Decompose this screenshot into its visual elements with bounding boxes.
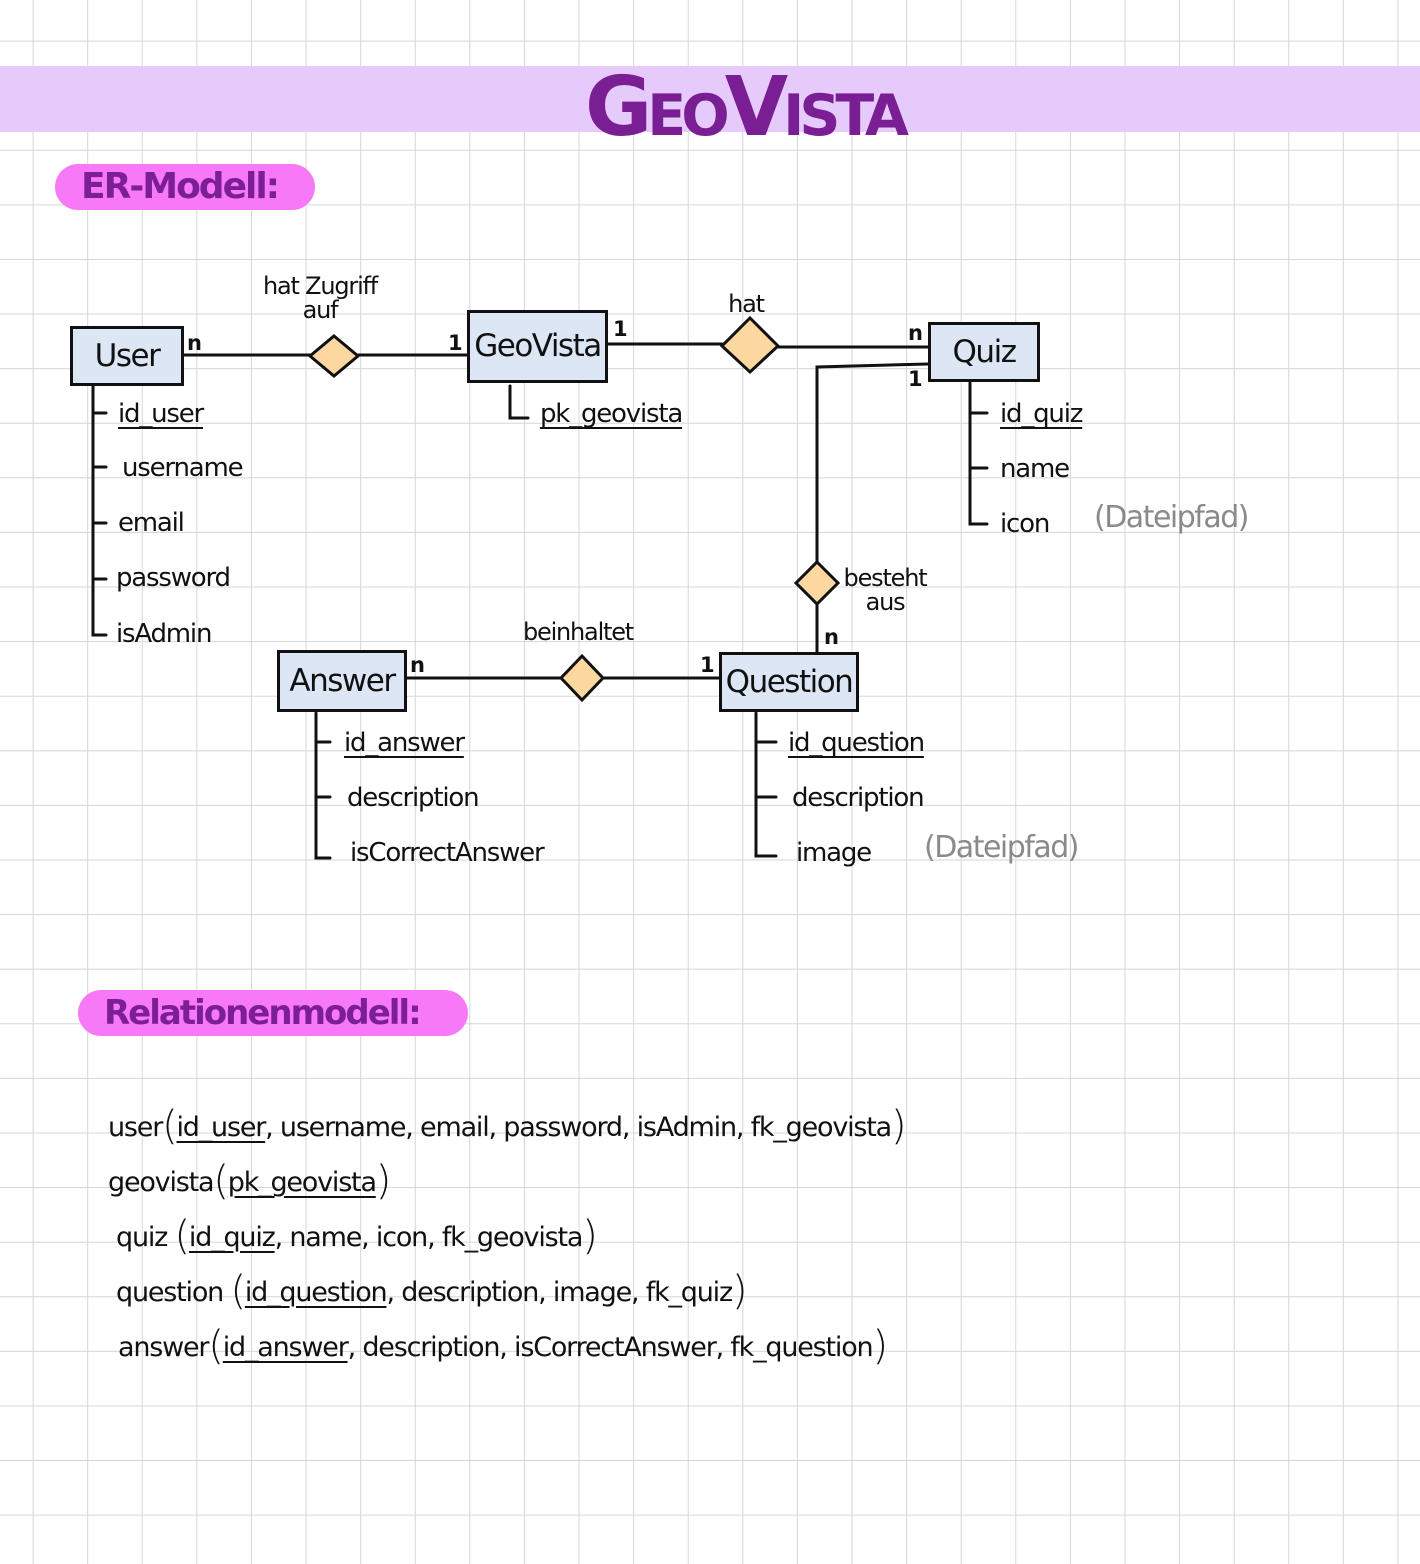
title-band <box>0 66 1420 132</box>
attr-answer-id: id_answer <box>344 728 465 758</box>
geovista-attr-tree <box>508 384 530 420</box>
question-attr-tree <box>754 711 778 858</box>
attr-user-id: id_user <box>118 399 204 429</box>
schema-user-rest: , username, email, password, isAdmin, fk… <box>265 1112 892 1143</box>
attr-geovista-pk: pk_geovista <box>540 399 683 429</box>
schema-user-key: id_user <box>176 1112 267 1143</box>
rel-label-hat-zugriff: hat Zugriff auf <box>252 274 388 322</box>
schema-question-rest: , description, image, fk_quiz <box>386 1277 733 1308</box>
rel-label-hat-zugriff-line2: auf <box>302 296 339 324</box>
attr-user-isadmin: isAdmin <box>116 619 212 649</box>
schema-geovista: geovista(pk_geovista) <box>108 1158 391 1204</box>
attr-question-id: id_question <box>788 728 925 758</box>
card-answer-n: n <box>410 653 425 677</box>
note-quiz-icon: (Dateipfad) <box>1094 500 1249 535</box>
attr-user-password: password <box>116 563 231 593</box>
answer-attr-tree <box>314 711 332 860</box>
diamond-beinhaltet <box>558 653 606 703</box>
diamond-hat <box>719 315 781 375</box>
card-question-n: n <box>824 625 839 649</box>
schema-geovista-name: geovista <box>108 1167 215 1198</box>
attr-answer-iscorrect: isCorrectAnswer <box>350 838 545 868</box>
attr-quiz-name: name <box>1000 454 1070 484</box>
attr-question-description: description <box>792 783 925 813</box>
schema-quiz-name: quiz <box>116 1222 168 1253</box>
schema-answer-name: answer <box>118 1332 210 1363</box>
schema-question-key: id_question <box>244 1277 388 1308</box>
entity-geovista: GeoVista <box>467 310 608 383</box>
section-er-model: ER-Modell: <box>55 164 315 210</box>
entity-answer: Answer <box>277 650 407 712</box>
card-question-1: 1 <box>700 653 715 677</box>
attr-quiz-icon: icon <box>1000 509 1050 539</box>
card-quiz-1: 1 <box>908 367 923 391</box>
card-geovista-1-right: 1 <box>613 317 628 341</box>
card-geovista-1-left: 1 <box>448 331 463 355</box>
schema-answer: answer(id_answer, description, isCorrect… <box>118 1323 888 1369</box>
attr-user-email: email <box>118 508 185 538</box>
user-attr-tree <box>91 384 108 637</box>
schema-user: user(id_user, username, email, password,… <box>108 1103 907 1149</box>
edge-quiz-diamond <box>815 362 930 564</box>
entity-user: User <box>70 326 184 386</box>
note-question-image: (Dateipfad) <box>924 830 1079 865</box>
rel-label-besteht-aus: besteht aus <box>842 566 928 614</box>
diamond-besteht-aus <box>793 559 841 607</box>
rel-label-besteht-aus-line2: aus <box>865 588 906 616</box>
rel-label-hat: hat <box>728 290 765 318</box>
attr-answer-description: description <box>347 783 480 813</box>
schema-question-name: question <box>116 1277 224 1308</box>
attr-question-image: image <box>796 838 872 868</box>
attr-user-username: username <box>122 453 244 483</box>
schema-question: question (id_question, description, imag… <box>116 1268 748 1314</box>
schema-quiz-key: id_quiz <box>188 1222 276 1253</box>
schema-geovista-key: pk_geovista <box>227 1167 377 1198</box>
schema-quiz-rest: , name, icon, fk_geovista <box>274 1222 584 1253</box>
page-title: GeoVista <box>585 60 909 155</box>
schema-user-name: user <box>108 1112 163 1143</box>
diamond-hat-zugriff-auf <box>307 334 361 378</box>
entity-question: Question <box>719 652 859 712</box>
card-user-n: n <box>187 331 202 355</box>
attr-quiz-id: id_quiz <box>1000 399 1083 429</box>
rel-label-beinhaltet: beinhaltet <box>522 618 634 646</box>
card-quiz-n: n <box>908 321 923 345</box>
schema-answer-key: id_answer <box>222 1332 349 1363</box>
schema-quiz: quiz (id_quiz, name, icon, fk_geovista) <box>116 1213 598 1259</box>
rel-label-besteht-aus-line1: besteht <box>843 564 928 592</box>
entity-quiz: Quiz <box>928 322 1040 382</box>
schema-answer-rest: , description, isCorrectAnswer, fk_quest… <box>347 1332 874 1363</box>
quiz-attr-tree <box>968 381 989 526</box>
rel-label-hat-zugriff-line1: hat Zugriff <box>262 272 378 300</box>
section-relational-model: Relationenmodell: <box>78 990 468 1036</box>
